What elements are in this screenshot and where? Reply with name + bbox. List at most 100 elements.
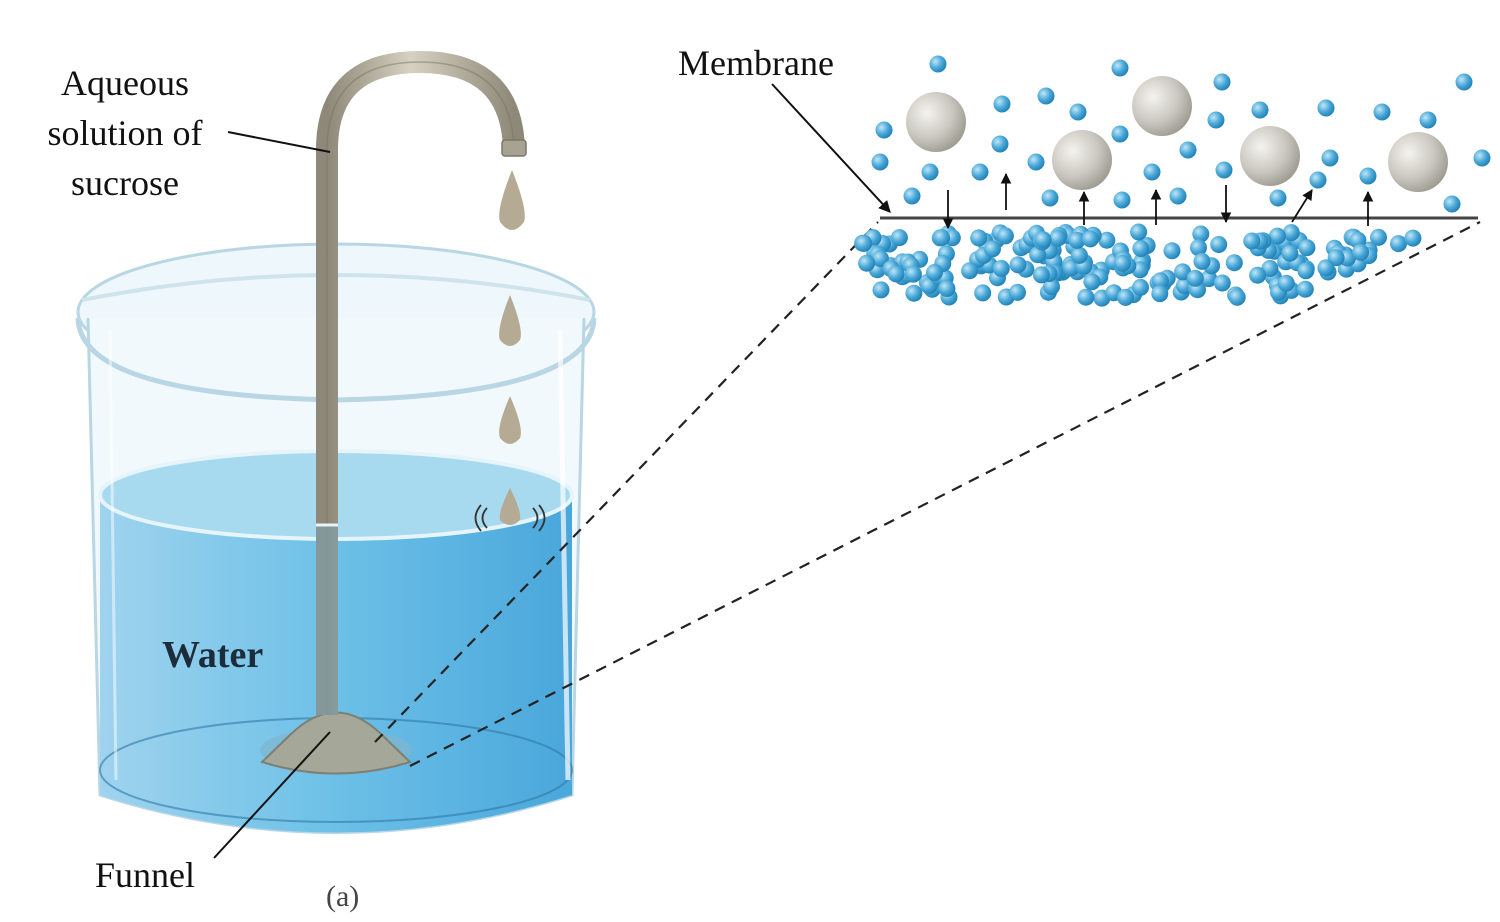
water-molecule: [996, 227, 1014, 245]
water-molecule: [1132, 278, 1149, 296]
drop-1: [499, 170, 525, 230]
water-molecule: [1070, 246, 1088, 264]
water-molecule: [1062, 259, 1080, 277]
water-molecule: [1169, 187, 1187, 205]
water-molecule: [991, 135, 1009, 153]
water-molecule: [1277, 274, 1295, 292]
water-molecule: [1296, 280, 1314, 298]
sucrose-molecule: [1132, 76, 1192, 136]
water-molecule: [971, 163, 989, 181]
water-molecule: [1027, 153, 1045, 171]
water-molecule: [993, 95, 1011, 113]
water-molecule: [905, 284, 923, 302]
sucrose-molecules: [906, 76, 1448, 192]
water-molecule: [1419, 111, 1437, 129]
water-molecule: [929, 55, 947, 73]
drop-4: [499, 488, 521, 525]
water-molecule: [1193, 252, 1211, 270]
water-molecule: [1213, 274, 1231, 292]
water-molecule: [1032, 266, 1050, 284]
leader-lines: [213, 83, 891, 859]
figure-tag: (a): [326, 880, 360, 913]
sucrose-molecule: [1388, 132, 1448, 192]
splash-ripples: [474, 504, 546, 532]
water-molecule: [875, 121, 893, 139]
water-molecule: [1068, 231, 1086, 249]
water-molecule: [1317, 259, 1335, 277]
water-molecule: [1111, 59, 1129, 77]
diagram-canvas: [75, 50, 1491, 859]
water-molecule: [1370, 228, 1387, 246]
water-molecule: [1034, 231, 1052, 249]
water-molecule: [871, 153, 889, 171]
water-molecule: [1098, 231, 1116, 249]
water-molecule: [1281, 244, 1299, 262]
water-molecule: [1117, 288, 1135, 306]
water-molecule: [1186, 269, 1204, 287]
water-molecule: [1037, 87, 1055, 105]
aqueous-solution-label: Aqueous solution of sucrose: [10, 58, 240, 208]
water-molecule: [872, 281, 890, 299]
water-molecule: [1041, 189, 1059, 207]
water-molecule: [926, 264, 943, 281]
water-molecule: [970, 229, 988, 247]
water-molecule: [1163, 242, 1181, 260]
water-molecule: [1174, 263, 1192, 281]
water-molecule: [984, 240, 1001, 258]
leader-funnel: [213, 731, 331, 859]
water-molecule: [1298, 239, 1316, 257]
water-molecule: [1200, 270, 1218, 288]
water-molecule: [1009, 256, 1027, 274]
water-molecule: [933, 229, 951, 247]
water-molecule: [1225, 254, 1243, 272]
water-molecule: [1210, 236, 1228, 253]
water-molecule: [1243, 232, 1261, 250]
water-molecule: [1455, 73, 1473, 91]
sucrose-molecule: [906, 92, 966, 152]
water-molecule: [1069, 103, 1087, 121]
water-molecule: [1473, 149, 1491, 167]
water-molecule: [1359, 167, 1377, 185]
water-molecule: [1443, 195, 1461, 213]
aqueous-line-1: Aqueous: [61, 63, 189, 103]
drop-3: [499, 396, 521, 444]
funnel-apparatus: [260, 50, 527, 775]
water-molecule: [1114, 254, 1131, 272]
water-molecule: [1130, 223, 1148, 241]
water-molecule: [903, 187, 921, 205]
water-molecule: [1009, 283, 1026, 301]
water-molecule: [1143, 163, 1161, 181]
water-molecule: [855, 234, 873, 252]
water-molecule: [1151, 285, 1169, 303]
aqueous-line-3: sucrose: [71, 163, 179, 203]
flow-arrows: [942, 172, 1374, 230]
water-molecules: [854, 55, 1491, 307]
water-molecule: [1404, 229, 1422, 247]
water-molecule: [1249, 266, 1267, 284]
membrane-label: Membrane: [678, 43, 834, 83]
drops: [474, 170, 546, 532]
water-molecule: [921, 163, 939, 181]
leader-aqueous: [227, 131, 331, 153]
water-molecule: [1297, 262, 1315, 280]
funnel-label: Funnel: [95, 855, 196, 895]
drop-2: [499, 295, 521, 346]
water-molecule: [1151, 272, 1169, 290]
osmosis-diagram: Aqueous solution of sucrose Membrane Wat…: [10, 43, 1491, 913]
water-molecule: [890, 229, 908, 247]
water-molecule: [1390, 235, 1407, 253]
water-molecule: [1373, 103, 1391, 121]
water-molecule: [1321, 149, 1339, 167]
water-molecule: [887, 265, 905, 283]
water-molecule: [1317, 99, 1335, 117]
zoom-lines: [374, 221, 1481, 767]
water-molecule: [974, 284, 992, 302]
water-molecule: [1083, 273, 1101, 291]
water-label: Water: [162, 634, 264, 676]
water-molecule: [1179, 141, 1197, 159]
water-molecule: [1268, 227, 1286, 245]
sucrose-molecule: [1240, 126, 1300, 186]
water-molecule: [1213, 73, 1231, 91]
water-molecule: [1215, 161, 1233, 179]
water-molecule: [1111, 125, 1129, 143]
